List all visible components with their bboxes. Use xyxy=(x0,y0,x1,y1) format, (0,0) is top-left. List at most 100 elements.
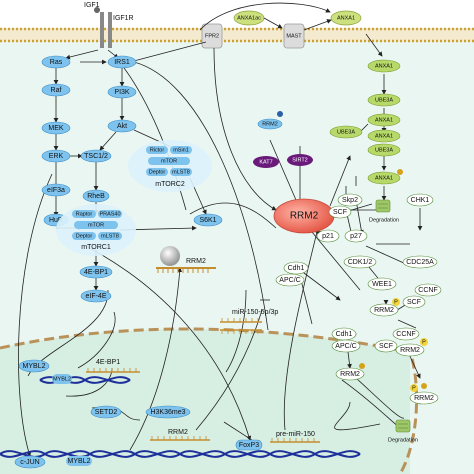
gene-rrm2: RRM2 xyxy=(150,429,210,441)
svg-text:S6K1: S6K1 xyxy=(199,217,216,224)
svg-text:RRM2: RRM2 xyxy=(400,347,420,354)
svg-text:UBE3A: UBE3A xyxy=(375,97,393,103)
mast-label: MAST xyxy=(286,33,302,39)
node-akt: Akt xyxy=(107,119,137,133)
node-ube3a-2: UBE3A xyxy=(329,125,363,139)
ubiquitin-icon xyxy=(359,363,365,369)
node-cdh1-1: Cdh1 xyxy=(283,261,309,275)
mtorc2-complex: Rictor mSin1 mTOR Deptor mLST8 mTORC2 xyxy=(128,140,212,192)
node-scf-2: SCF xyxy=(402,295,426,309)
svg-text:PI3K: PI3K xyxy=(114,89,130,96)
svg-text:ERK: ERK xyxy=(49,153,64,160)
node-scf-1: SCF xyxy=(328,205,352,219)
svg-text:Cdh1: Cdh1 xyxy=(288,265,305,272)
svg-text:ANXA1: ANXA1 xyxy=(337,15,355,21)
node-anxa1-4: ANXA1 xyxy=(367,169,403,185)
gene-4ebp1: 4E-BP1 xyxy=(86,359,140,373)
node-pi3k: PI3K xyxy=(107,85,137,99)
mtorc1-label: mTORC1 xyxy=(81,244,111,251)
node-anxa1-3: ANXA1 xyxy=(367,129,401,143)
fpr2-receptor: FPR2 xyxy=(201,23,223,49)
node-s6k1: S6K1 xyxy=(193,213,223,227)
svg-text:RRM2: RRM2 xyxy=(168,429,188,436)
node-chk1: CHK1 xyxy=(406,193,434,207)
svg-text:CDC25A: CDC25A xyxy=(406,259,434,266)
node-scf-3: SCF xyxy=(374,339,398,353)
node-setd2: SETD2 xyxy=(90,405,122,419)
node-ube3a-1: UBE3A xyxy=(367,93,401,107)
node-p27: p27 xyxy=(344,229,368,243)
svg-text:KAT7: KAT7 xyxy=(259,159,272,165)
plasma-membrane xyxy=(0,28,474,42)
svg-text:RRM2: RRM2 xyxy=(414,395,434,402)
node-ccnf-1: CCNF xyxy=(414,283,442,297)
svg-text:UBE3A: UBE3A xyxy=(337,129,355,135)
node-cjun: c-JUN xyxy=(14,455,46,469)
dna-helix-2 xyxy=(0,450,361,458)
svg-text:Akt: Akt xyxy=(117,123,127,130)
svg-text:mLST8: mLST8 xyxy=(101,233,119,239)
svg-text:PRAS40: PRAS40 xyxy=(99,211,120,217)
svg-text:SCF: SCF xyxy=(407,299,421,306)
svg-text:WEE1: WEE1 xyxy=(372,281,392,288)
svg-text:IRS1: IRS1 xyxy=(114,59,130,66)
svg-text:CDK1/2: CDK1/2 xyxy=(348,259,373,266)
svg-text:MYBL2: MYBL2 xyxy=(68,458,91,465)
node-rheb: RheB xyxy=(82,189,110,203)
svg-text:Degradation: Degradation xyxy=(388,437,418,443)
svg-text:RRM2: RRM2 xyxy=(290,211,319,222)
svg-text:c-JUN: c-JUN xyxy=(20,459,39,466)
svg-text:UBE3A: UBE3A xyxy=(375,147,393,153)
node-mybl2-protein: MYBL2 xyxy=(18,359,50,373)
svg-text:RRM2: RRM2 xyxy=(186,258,206,265)
svg-text:p27: p27 xyxy=(350,233,362,240)
mybl2-promoter-label: MYBL2 xyxy=(53,376,71,382)
svg-text:Deptor: Deptor xyxy=(149,169,166,175)
svg-text:ANXA1ac: ANXA1ac xyxy=(237,15,261,21)
ubiquitin-icon xyxy=(421,383,427,389)
svg-text:ANXA1: ANXA1 xyxy=(375,175,393,181)
igf1r-receptor: IGF1 IGF1R xyxy=(84,2,134,48)
node-anxa1-2: ANXA1 xyxy=(367,113,401,127)
node-rrm2-scf: RRM2 P xyxy=(395,338,428,357)
node-mek: MEK xyxy=(41,121,71,135)
node-h3k36me3: H3K36me3 xyxy=(145,405,191,419)
node-wee1: WEE1 xyxy=(367,277,397,291)
node-skp2: Skp2 xyxy=(337,193,363,207)
node-foxp3: FoxP3 xyxy=(235,439,263,451)
nuclear-envelope xyxy=(0,327,419,474)
node-apcc-2: APC/C xyxy=(331,339,361,353)
node-cdc25a: CDC25A xyxy=(402,255,438,269)
svg-text:miR-150-5p/3p: miR-150-5p/3p xyxy=(232,309,278,316)
svg-text:RRM2: RRM2 xyxy=(262,121,278,127)
svg-text:ANXA1: ANXA1 xyxy=(375,133,393,139)
proteasome-icon xyxy=(375,199,391,213)
svg-text:MYBL2: MYBL2 xyxy=(23,363,46,370)
anxa1-top-node: ANXA1 xyxy=(330,10,362,26)
rrm2-mrna-translation: RRM2 xyxy=(156,246,216,273)
node-p21: p21 xyxy=(316,229,340,243)
svg-text:MEK: MEK xyxy=(48,125,64,132)
svg-text:APC/C: APC/C xyxy=(335,343,356,350)
nucleus xyxy=(0,328,410,474)
node-rrm2-ub: RRM2 xyxy=(257,111,283,130)
dna-helix-1: MYBL2 xyxy=(39,374,131,384)
svg-text:H3K36me3: H3K36me3 xyxy=(150,409,185,416)
node-eif4e: eIF-4E xyxy=(80,289,112,303)
node-irs1: IRS1 xyxy=(107,55,137,69)
modification-icon xyxy=(277,111,283,117)
svg-text:eIF3a: eIF3a xyxy=(47,187,65,194)
svg-text:mLST8: mLST8 xyxy=(172,169,190,175)
svg-text:ANXA1: ANXA1 xyxy=(375,63,393,69)
igf1-label: IGF1 xyxy=(84,2,100,9)
svg-text:RRM2: RRM2 xyxy=(340,371,360,378)
ubiquitin-icon xyxy=(397,169,403,175)
node-rrm2-deg-b: RRM2 P xyxy=(409,383,439,405)
svg-text:SCF: SCF xyxy=(379,343,393,350)
node-cdk12: CDK1/2 xyxy=(343,255,377,269)
svg-text:eIF-4E: eIF-4E xyxy=(85,293,106,300)
svg-text:Cdh1: Cdh1 xyxy=(336,331,353,338)
fpr2-label: FPR2 xyxy=(205,33,219,39)
